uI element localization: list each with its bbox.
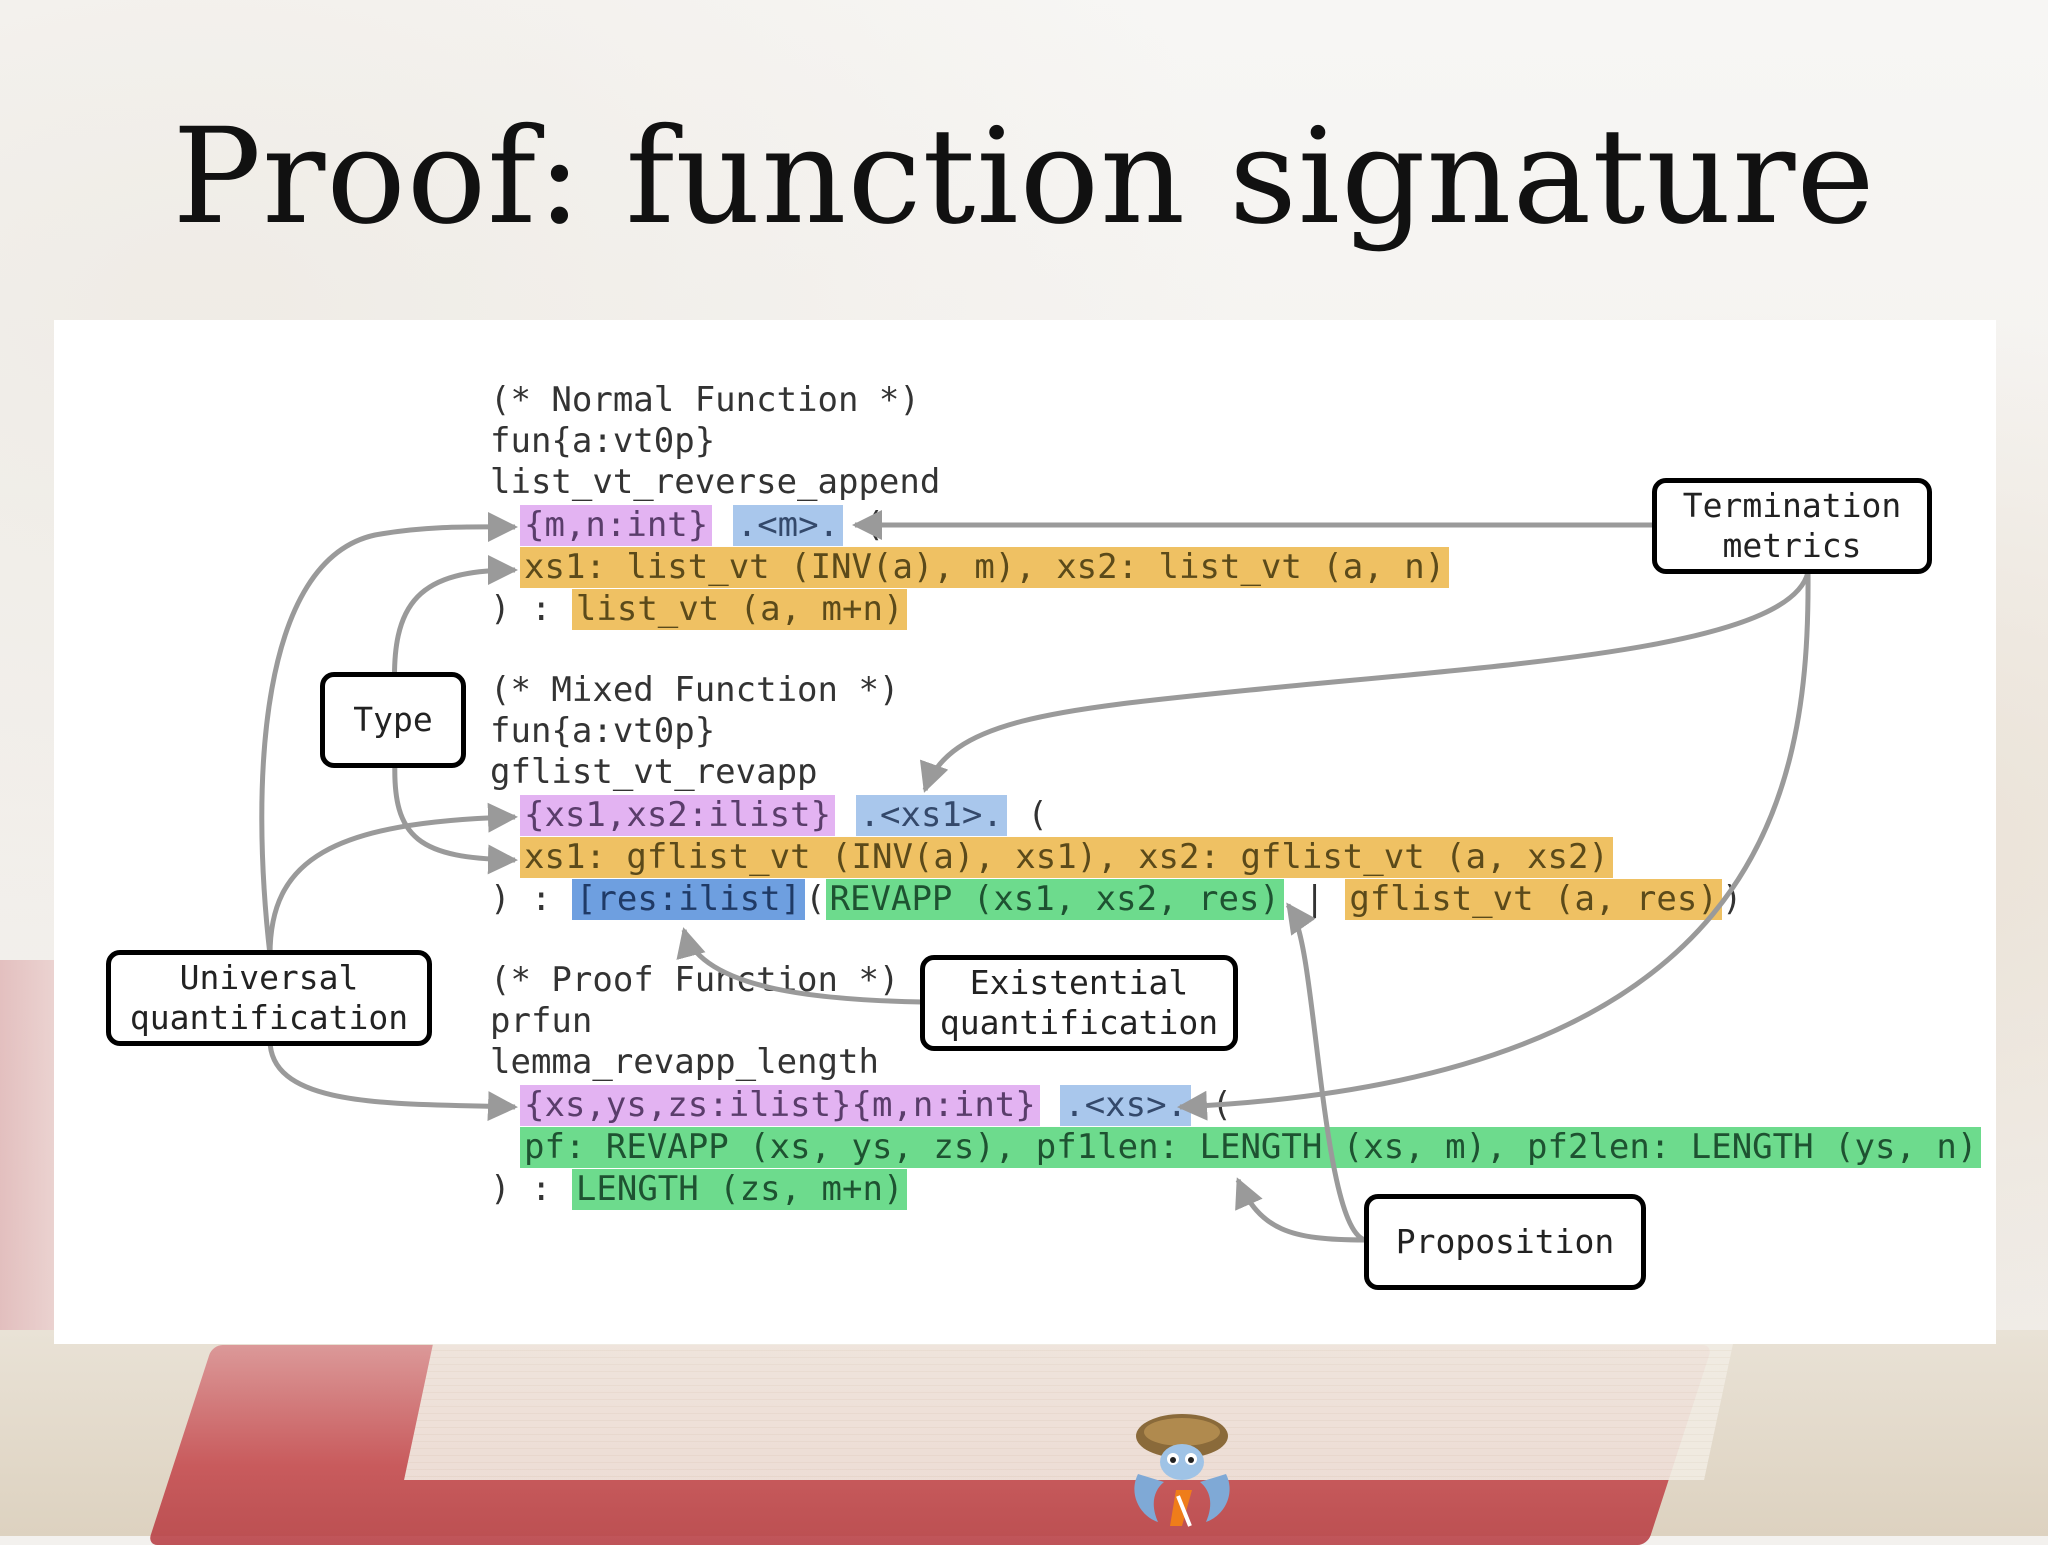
normal-fun: fun{a:vt0p}	[490, 421, 716, 461]
label-type: Type	[320, 672, 466, 768]
ats-mascot-icon	[1134, 1414, 1230, 1527]
mixed-paren-mid: (	[805, 879, 826, 919]
normal-args-line: xs1: list_vt (INV(a), m), xs2: list_vt (…	[520, 547, 1450, 588]
mixed-universal: {xs1,xs2:ilist}	[520, 795, 836, 836]
mixed-ret-prefix: ) :	[490, 879, 552, 919]
normal-args: xs1: list_vt (INV(a), m), xs2: list_vt (…	[520, 547, 1450, 588]
label-proposition: Proposition	[1364, 1194, 1646, 1290]
normal-termination: .<m>.	[732, 505, 844, 546]
normal-universal: {m,n:int}	[520, 505, 713, 546]
mixed-paren-open: (	[1027, 795, 1048, 835]
proof-args: pf: REVAPP (xs, ys, zs), pf1len: LENGTH …	[520, 1127, 1982, 1168]
mixed-existential: [res:ilist]	[571, 879, 806, 920]
proof-ret-prefix: ) :	[490, 1169, 552, 1209]
proof-termination: .<xs>.	[1060, 1085, 1192, 1126]
proof-fun: prfun	[490, 1001, 593, 1041]
mixed-ret-type: gflist_vt (a, res)	[1345, 879, 1722, 920]
mixed-ret-line: ) : [res:ilist](REVAPP (xs1, xs2, res) |…	[490, 879, 1742, 920]
mixed-proposition: REVAPP (xs1, xs2, res)	[825, 879, 1284, 920]
arrow-universal-mixed	[267, 802, 518, 956]
label-existential-quantification: Existential quantification	[920, 955, 1238, 1051]
mixed-name: gflist_vt_revapp	[490, 752, 818, 792]
mixed-quant-line: {xs1,xs2:ilist} .<xs1>. (	[520, 795, 1048, 836]
mixed-termination: .<xs1>.	[855, 795, 1007, 836]
label-universal-quantification: Universal quantification	[106, 950, 432, 1046]
arrow-universal-proof	[267, 1039, 518, 1122]
arrow-proposition-mixed	[1285, 902, 1367, 1243]
arrow-termination-proof	[1177, 571, 1811, 1121]
proof-quant-line: {xs,ys,zs:ilist}{m,n:int} .<xs>. (	[520, 1085, 1232, 1126]
normal-ret-prefix: ) :	[490, 589, 552, 629]
slide-title: Proof: function signature	[172, 100, 1876, 254]
arrow-type-mixed	[392, 759, 518, 875]
mixed-args: xs1: gflist_vt (INV(a), xs1), xs2: gflis…	[520, 837, 1613, 878]
proof-args-line: pf: REVAPP (xs, ys, zs), pf1len: LENGTH …	[520, 1127, 1982, 1168]
arrow-existential	[676, 927, 923, 1005]
arrow-proposition-proof	[1235, 1177, 1366, 1243]
proof-universal: {xs,ys,zs:ilist}{m,n:int}	[520, 1085, 1040, 1126]
normal-comment: (* Normal Function *)	[490, 380, 920, 420]
normal-ret-line: ) : list_vt (a, m+n)	[490, 589, 908, 630]
arrow-termination-mixed	[919, 571, 1811, 793]
proof-ret-line: ) : LENGTH (zs, m+n)	[490, 1169, 908, 1210]
arrow-type-normal	[391, 555, 518, 696]
normal-quant-line: {m,n:int} .<m>. (	[520, 505, 884, 546]
mixed-fun: fun{a:vt0p}	[490, 711, 716, 751]
normal-ret-type: list_vt (a, m+n)	[571, 589, 908, 630]
proof-comment: (* Proof Function *)	[490, 960, 900, 1000]
normal-name: list_vt_reverse_append	[490, 462, 941, 502]
arrow-universal-normal	[259, 511, 518, 956]
mixed-comment: (* Mixed Function *)	[490, 670, 900, 710]
mixed-paren-close: )	[1721, 879, 1743, 919]
mixed-args-line: xs1: gflist_vt (INV(a), xs1), xs2: gflis…	[520, 837, 1613, 878]
label-termination-metrics: Termination metrics	[1652, 478, 1932, 574]
proof-name: lemma_revapp_length	[490, 1042, 879, 1082]
proof-ret-type: LENGTH (zs, m+n)	[571, 1169, 908, 1210]
book-edge-left	[0, 960, 60, 1340]
